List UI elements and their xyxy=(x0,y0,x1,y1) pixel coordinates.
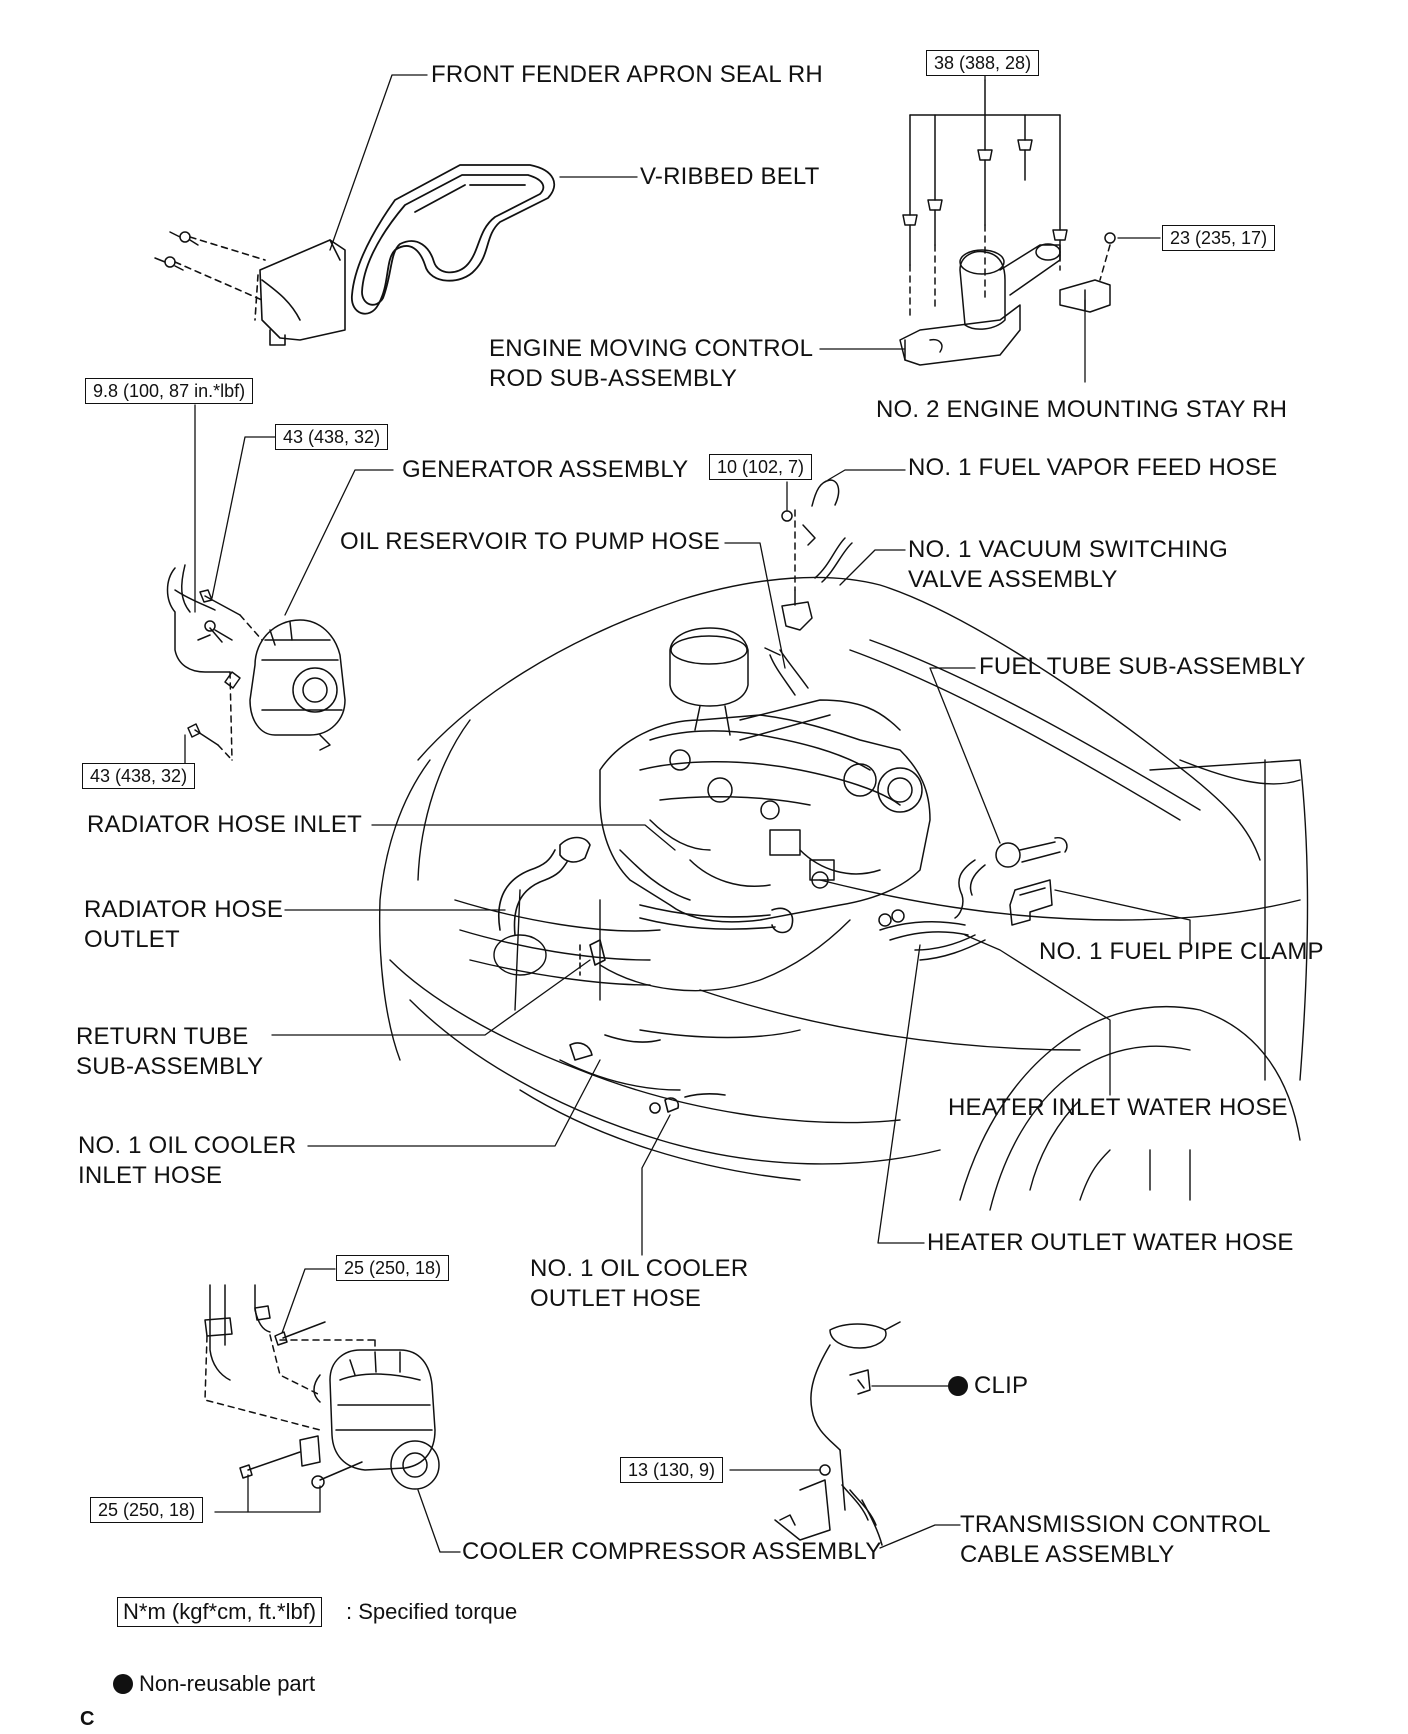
torque-vsv-bolt: 10 (102, 7) xyxy=(709,454,813,480)
torque-generator-lower: 43 (438, 32) xyxy=(82,763,196,789)
generator-assembly xyxy=(168,565,346,760)
vacuum-switching-valve xyxy=(670,480,852,735)
label-engine-moving-control-rod-2: ROD SUB-ASSEMBLY xyxy=(489,365,738,392)
label-radiator-hose-inlet: RADIATOR HOSE INLET xyxy=(87,811,362,838)
label-heater-inlet-water-hose: HEATER INLET WATER HOSE xyxy=(948,1094,1288,1121)
fender-apron-seal xyxy=(155,232,345,345)
v-ribbed-belt xyxy=(352,165,554,314)
label-cooler-compressor-assembly: COOLER COMPRESSOR ASSEMBLY xyxy=(462,1538,882,1565)
label-no1-fuel-pipe-clamp: NO. 1 FUEL PIPE CLAMP xyxy=(1039,938,1324,965)
label-oil-reservoir-to-pump-hose: OIL RESERVOIR TO PUMP HOSE xyxy=(340,528,720,555)
torque-mount-stay-nut: 23 (235, 17) xyxy=(1162,225,1276,251)
engine-block xyxy=(600,700,930,922)
label-return-tube-2: SUB-ASSEMBLY xyxy=(76,1053,264,1080)
label-no1-fuel-vapor-feed-hose: NO. 1 FUEL VAPOR FEED HOSE xyxy=(908,454,1278,481)
torque-compressor-lower: 25 (250, 18) xyxy=(90,1497,204,1523)
vehicle-body-outline xyxy=(380,577,1308,1210)
radiator-hoses xyxy=(499,838,793,1114)
label-radiator-hose-outlet-2: OUTLET xyxy=(84,926,180,953)
engine-moving-control-rod xyxy=(900,80,1115,365)
legend-non-reusable-text: Non-reusable part xyxy=(139,1671,316,1696)
legend-torque-text: : Specified torque xyxy=(346,1599,518,1624)
torque-generator-terminal: 9.8 (100, 87 in.*lbf) xyxy=(85,378,254,404)
legend-torque-box: N*m (kgf*cm, ft.*lbf) xyxy=(117,1597,323,1627)
torque-mount-bolts: 38 (388, 28) xyxy=(926,50,1040,76)
cooler-compressor xyxy=(205,1285,439,1489)
label-no1-vacuum-switching-1: NO. 1 VACUUM SWITCHING xyxy=(908,536,1228,563)
non-reusable-marker-icon xyxy=(948,1376,968,1396)
label-engine-moving-control-rod-1: ENGINE MOVING CONTROL xyxy=(489,335,814,362)
label-v-ribbed-belt: V-RIBBED BELT xyxy=(640,163,820,190)
label-generator-assembly: GENERATOR ASSEMBLY xyxy=(402,456,689,483)
label-no1-oil-cooler-inlet-1: NO. 1 OIL COOLER xyxy=(78,1132,297,1159)
torque-cable-bracket: 13 (130, 9) xyxy=(620,1457,724,1483)
non-reusable-dot-icon xyxy=(113,1674,133,1694)
torque-compressor-upper: 25 (250, 18) xyxy=(336,1255,450,1281)
label-transmission-control-2: CABLE ASSEMBLY xyxy=(960,1541,1175,1568)
label-heater-outlet-water-hose: HEATER OUTLET WATER HOSE xyxy=(927,1229,1294,1256)
leader-lines xyxy=(185,68,1190,1552)
torque-generator-upper: 43 (438, 32) xyxy=(275,424,389,450)
transmission-control-cable xyxy=(775,1322,900,1545)
figure-code: C xyxy=(80,1708,95,1730)
label-no1-oil-cooler-outlet-2: OUTLET HOSE xyxy=(530,1285,702,1312)
label-no2-engine-mounting-stay: NO. 2 ENGINE MOUNTING STAY RH xyxy=(876,396,1288,423)
fuel-tube-hoses xyxy=(879,838,1067,960)
label-clip-text: CLIP xyxy=(974,1372,1029,1399)
label-no1-oil-cooler-inlet-2: INLET HOSE xyxy=(78,1162,223,1189)
label-no1-oil-cooler-outlet-1: NO. 1 OIL COOLER xyxy=(530,1255,749,1282)
label-fuel-tube-sub-assembly: FUEL TUBE SUB-ASSEMBLY xyxy=(979,653,1306,680)
label-transmission-control-1: TRANSMISSION CONTROL xyxy=(960,1511,1271,1538)
legend-non-reusable: Non-reusable part xyxy=(113,1670,315,1698)
label-front-fender-apron-seal: FRONT FENDER APRON SEAL RH xyxy=(431,61,823,88)
label-clip: CLIP xyxy=(948,1371,1028,1401)
label-return-tube-1: RETURN TUBE xyxy=(76,1023,249,1050)
label-radiator-hose-outlet-1: RADIATOR HOSE xyxy=(84,896,284,923)
label-no1-vacuum-switching-2: VALVE ASSEMBLY xyxy=(908,566,1118,593)
